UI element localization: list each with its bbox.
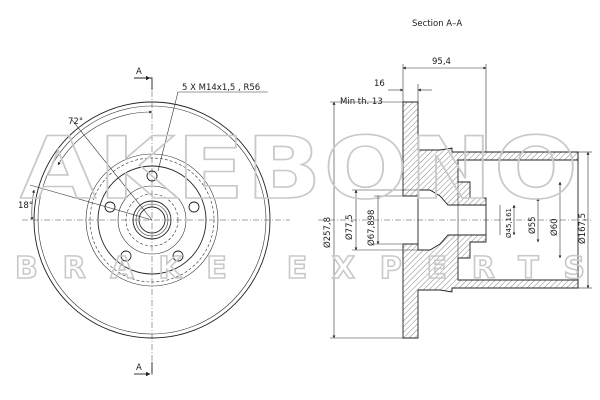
center-bore-chamfer <box>135 203 169 237</box>
dim-d-60-label: Ø60 <box>549 218 560 236</box>
angle-arc-72 <box>57 110 153 166</box>
section-marker-bottom: A <box>134 362 153 377</box>
bolt-hole <box>120 250 132 262</box>
center-bore <box>138 206 166 234</box>
section-marker-top: A <box>134 67 153 90</box>
center-bore-outer <box>132 200 172 240</box>
bolt-hole <box>172 250 184 262</box>
hub-outer <box>97 165 207 275</box>
section-profile-lower <box>402 234 579 339</box>
bolt-hole <box>146 170 158 182</box>
section-profile-upper <box>402 101 579 206</box>
disc-inner-edge <box>37 105 267 335</box>
bolt-circle <box>117 185 187 255</box>
front-view: 72° 18° 5 X M14x1,5 , R56 A A <box>18 67 290 377</box>
dim-d-67898-label: Ø67,898 <box>366 210 377 246</box>
svg-text:A: A <box>136 67 142 77</box>
dim-d-1675-label: Ø167,5 <box>577 213 588 244</box>
dim-height-label: 95,4 <box>432 57 451 67</box>
dim-d-775-label: Ø77,5 <box>344 214 355 240</box>
dim-d-outer-label: Ø257,8 <box>322 217 333 248</box>
angle-arc-18 <box>30 189 35 221</box>
watermark-brand: AKEBONO <box>20 119 580 219</box>
bolt-holes <box>104 170 200 262</box>
dim-d-45161-label: Ø45,161 <box>505 208 513 238</box>
dim-thickness-label: 16 <box>374 79 385 89</box>
section-title: Section A–A <box>412 19 462 29</box>
bolt-spec-label: 5 X M14x1,5 , R56 <box>182 83 260 93</box>
bolt-spec-leader <box>157 91 268 172</box>
svg-text:A: A <box>136 363 142 373</box>
bolt-hole <box>104 201 116 213</box>
dim-d-55-label: Ø55 <box>527 216 538 234</box>
angle-ray <box>29 184 153 221</box>
angle-label-72: 72° <box>68 117 83 127</box>
watermark: AKEBONO BRAKE EXPERTS <box>14 118 586 287</box>
bolt-hole <box>188 201 200 213</box>
angle-label-18: 18° <box>18 201 33 211</box>
section-view: Section A–A 95,4 16 Min th. 13 Ø257,8 Ø7… <box>318 19 592 339</box>
hub-inner-hidden <box>125 193 179 247</box>
watermark-tagline: BRAKE EXPERTS <box>15 251 585 286</box>
